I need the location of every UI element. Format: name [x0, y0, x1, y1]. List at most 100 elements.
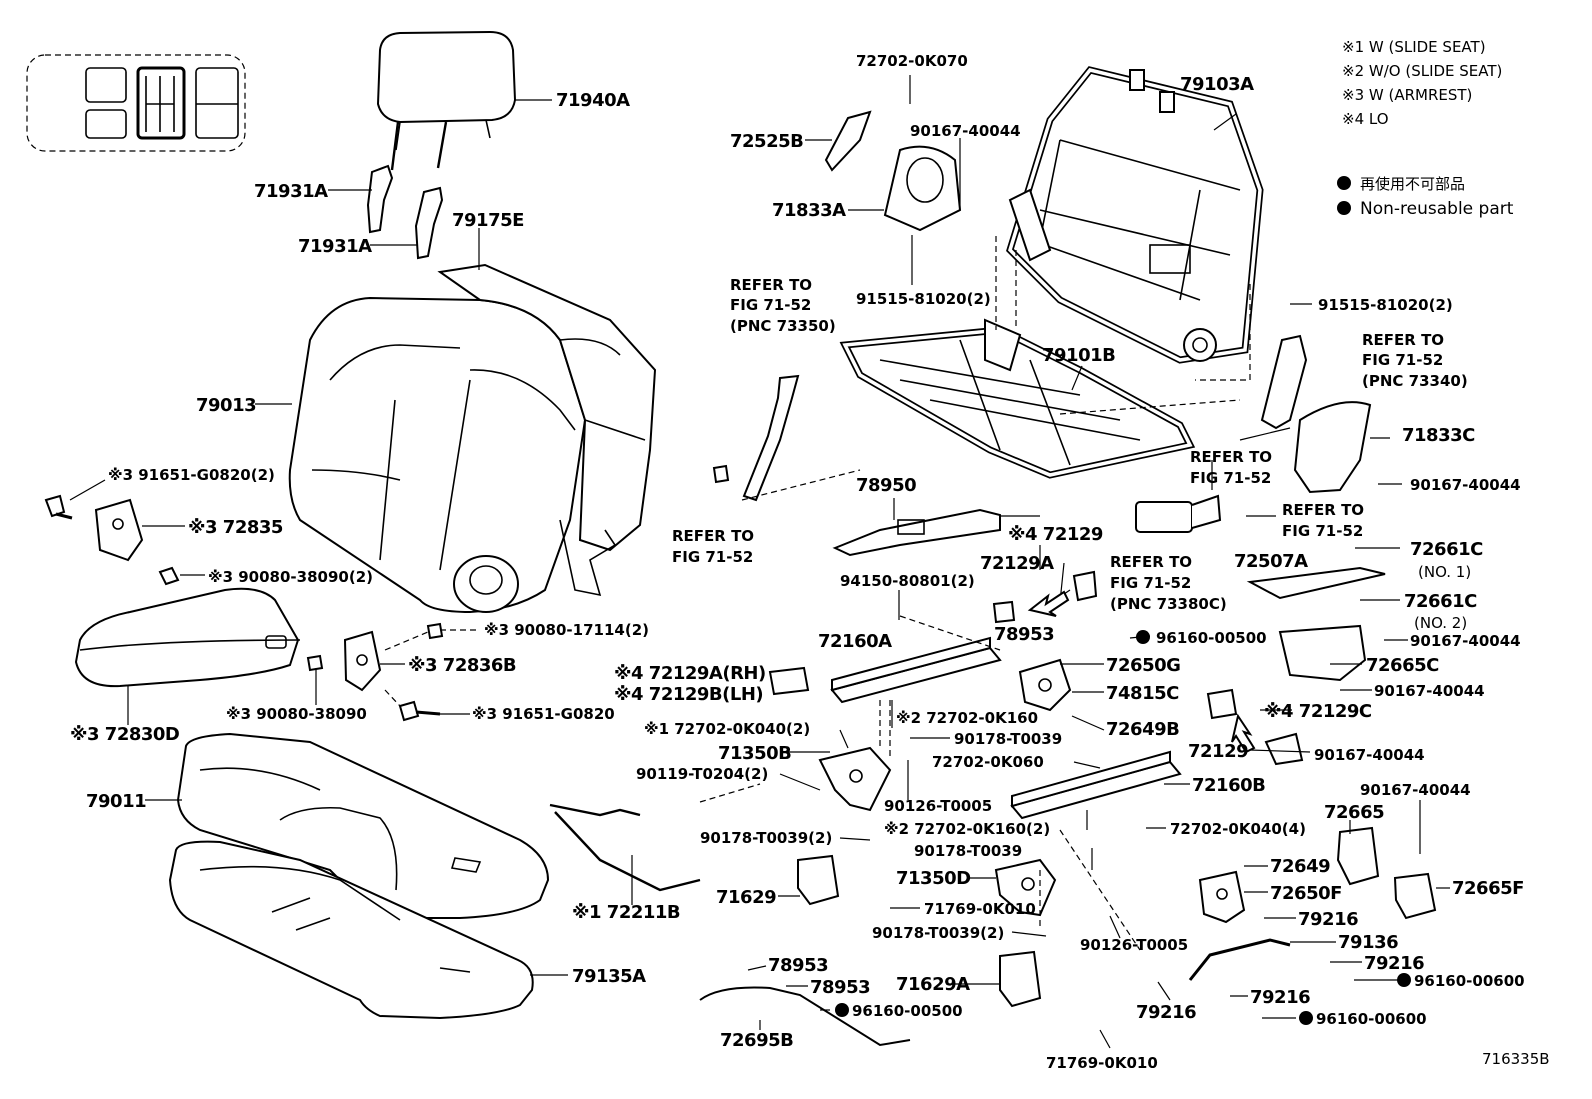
headrest — [376, 30, 517, 171]
label-72650F: 72650F — [1270, 883, 1342, 904]
label-72665C: 72665C — [1366, 655, 1439, 676]
label-71629: 71629 — [716, 887, 776, 908]
seat-track-72160B — [1010, 750, 1182, 820]
label-90178-T0039-a: 90178-T0039 — [954, 730, 1062, 748]
recliner-cover-71833A — [824, 110, 962, 232]
label-refer-right-line1: REFER TO — [1282, 501, 1364, 519]
label-72702-0K040-4: 72702-0K040(4) — [1170, 820, 1306, 838]
label-96160-00600-a: 96160-00600 — [1414, 972, 1525, 990]
label-72649B: 72649B — [1106, 719, 1179, 740]
legend-non-reusable-jp: 再使用不可部品 — [1360, 175, 1465, 193]
label-72830D: ※3 72830D — [70, 724, 179, 745]
label-91651-G0820-2: ※3 91651-G0820(2) — [108, 466, 275, 484]
label-96160-00500-upper: 96160-00500 — [1156, 629, 1267, 647]
label-72702-0K060: 72702-0K060 — [932, 753, 1044, 771]
headrest-guides — [366, 164, 444, 260]
label-72665: 72665 — [1324, 802, 1384, 823]
label-90178-T0039-2b: 90178-T0039(2) — [872, 924, 1004, 942]
covers-right — [1206, 566, 1437, 920]
label-72160B: 72160B — [1192, 775, 1265, 796]
label-79103A: 79103A — [1180, 74, 1254, 95]
label-72129A-RH: ※4 72129A(RH) — [614, 663, 766, 684]
label-90167-40044-mid: 90167-40044 — [1410, 476, 1521, 494]
label-90167-40044-f: 90167-40044 — [1360, 781, 1471, 799]
label-71940A: 71940A — [556, 90, 630, 111]
left-bracket-hardware — [44, 494, 444, 722]
legend-note-2: ※2 W/O (SLIDE SEAT) — [1342, 62, 1502, 80]
label-90167-40044-d: 90167-40044 — [1374, 682, 1485, 700]
belt-guide-78950 — [832, 508, 1001, 557]
inner-buckle-73380C — [1135, 494, 1222, 533]
label-refer-73380C-line2: FIG 71-52 — [1110, 574, 1191, 592]
label-72661C-no1: 72661C — [1410, 539, 1483, 560]
label-79101B: 79101B — [1042, 345, 1115, 366]
seat-cushion-79011 — [176, 732, 550, 919]
label-90178-T0039-b: 90178-T0039 — [914, 842, 1022, 860]
label-72129C: ※4 72129C — [1264, 701, 1372, 722]
label-71931A-upper: 71931A — [254, 181, 328, 202]
label-90167-40044-top: 90167-40044 — [910, 122, 1021, 140]
label-72507A: 72507A — [1234, 551, 1308, 572]
label-78950: 78950 — [856, 475, 916, 496]
label-90080-38090: ※3 90080-38090 — [226, 705, 367, 723]
label-71350B: 71350B — [718, 743, 791, 764]
figure-number: 716335B — [1482, 1050, 1550, 1068]
seat-location-inset — [26, 54, 246, 152]
label-90119-T0204: 90119-T0204(2) — [636, 765, 768, 783]
label-79135A: 79135A — [572, 966, 646, 987]
label-79216-a: 79216 — [1298, 909, 1358, 930]
legend-note-3: ※3 W (ARMREST) — [1342, 86, 1472, 104]
seat-back-79013 — [288, 296, 587, 614]
label-79216-c: 79216 — [1136, 1002, 1196, 1023]
label-71931A-lower: 71931A — [298, 236, 372, 257]
label-94150-80801: 94150-80801(2) — [840, 572, 975, 590]
label-79136: 79136 — [1338, 932, 1398, 953]
label-72661C-no2: 72661C — [1404, 591, 1477, 612]
link-79136 — [1188, 938, 1291, 981]
legend-note-4: ※4 LO — [1342, 110, 1389, 128]
label-71769-0K010-a: 71769-0K010 — [924, 900, 1036, 918]
seat-belt-73350 — [712, 374, 800, 502]
seat-track-72160A — [830, 636, 1002, 704]
label-72836B: ※3 72836B — [408, 655, 516, 676]
label-96160-00600-b: 96160-00600 — [1316, 1010, 1427, 1028]
label-72695B: 72695B — [720, 1030, 793, 1051]
label-90126-T0005-a: 90126-T0005 — [884, 797, 992, 815]
seatback-frame-79103A — [1006, 66, 1264, 364]
label-78953-c: 78953 — [810, 977, 870, 998]
label-71769-0K010-b: 71769-0K010 — [1046, 1054, 1158, 1072]
seat-belt-buckle-73340 — [1260, 334, 1308, 430]
legend-note-1: ※1 W (SLIDE SEAT) — [1342, 38, 1486, 56]
seat-cushion-pad-79135A — [168, 840, 534, 1020]
label-90126-T0005-b: 90126-T0005 — [1080, 936, 1188, 954]
label-90167-40044-e: 90167-40044 — [1314, 746, 1425, 764]
label-72129-lo: ※4 72129 — [1008, 524, 1103, 545]
label-90080-38090-2: ※3 90080-38090(2) — [208, 568, 373, 586]
label-91515-81020-right: 91515-81020(2) — [1318, 296, 1453, 314]
label-72702-0K160-2: ※2 72702-0K160(2) — [884, 820, 1050, 838]
label-refer-left-line2: FIG 71-52 — [672, 548, 753, 566]
label-71833A: 71833A — [772, 200, 846, 221]
label-96160-00500-b: 96160-00500 — [852, 1002, 963, 1020]
label-refer-73340-line1: REFER TO — [1362, 331, 1444, 349]
label-71629A: 71629A — [896, 974, 970, 995]
label-91515-81020-left: 91515-81020(2) — [856, 290, 991, 308]
legend: ※1 W (SLIDE SEAT) ※2 W/O (SLIDE SEAT) ※3… — [1342, 38, 1514, 219]
label-79013: 79013 — [196, 395, 256, 416]
label-78953-b: 78953 — [768, 955, 828, 976]
label-refer-73380C-line1: REFER TO — [1110, 553, 1192, 571]
label-71350D: 71350D — [896, 868, 971, 889]
label-refer-73350-line1: REFER TO — [730, 276, 812, 294]
label-72702-0K070: 72702-0K070 — [856, 52, 968, 70]
label-refer-73340-line3: (PNC 73340) — [1362, 372, 1468, 390]
label-72525B: 72525B — [730, 131, 803, 152]
label-72129B-LH: ※4 72129B(LH) — [614, 684, 763, 705]
label-79216-b: 79216 — [1364, 953, 1424, 974]
label-91651-G0820: ※3 91651-G0820 — [472, 705, 615, 723]
covers-lower — [768, 570, 1098, 1008]
adjuster-71350B — [818, 746, 892, 812]
label-72661C-no1-sub: (NO. 1) — [1418, 563, 1471, 581]
label-71833C: 71833C — [1402, 425, 1475, 446]
label-90080-17114-2: ※3 90080-17114(2) — [484, 621, 649, 639]
